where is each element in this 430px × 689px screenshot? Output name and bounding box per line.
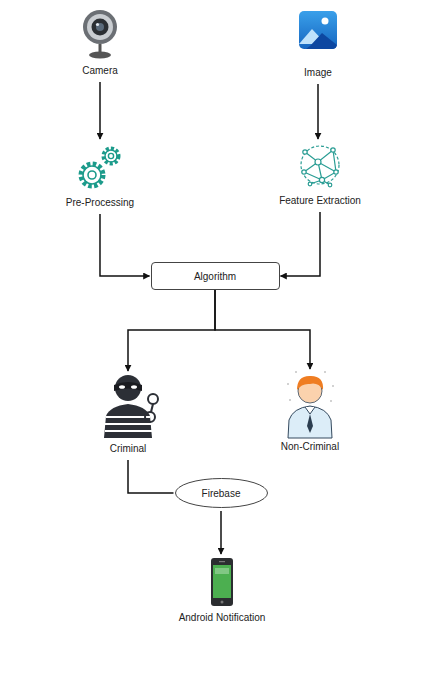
flow-arrow	[317, 84, 319, 139]
icon-node: Pre-Processing	[63, 140, 137, 211]
person-icon	[287, 371, 334, 438]
node-label: Criminal	[110, 442, 147, 455]
flow-arrow	[128, 290, 215, 371]
image-icon	[299, 11, 337, 49]
node-label: Android Notification	[179, 611, 266, 624]
flow-arrow	[128, 460, 174, 493]
flow-arrow	[281, 212, 321, 276]
node-label: Firebase	[202, 487, 241, 500]
flow-arrow	[99, 82, 101, 139]
gears-icon	[81, 149, 119, 187]
camera-icon	[83, 10, 117, 59]
network-icon	[301, 146, 339, 187]
node-label: Feature Extraction	[279, 194, 361, 207]
node-label: Image	[304, 66, 332, 79]
icon-node: Non-Criminal	[278, 370, 342, 455]
criminal-icon	[104, 375, 158, 438]
node-label: Algorithm	[194, 270, 236, 283]
oval-shape	[175, 479, 267, 508]
icon-node: Camera	[78, 6, 122, 79]
icon-node: Android Notification	[176, 555, 269, 626]
node-label: Non-Criminal	[281, 440, 339, 453]
flow-arrow	[220, 511, 222, 554]
node-label: Camera	[82, 64, 118, 77]
icon-node: Feature Extraction	[276, 140, 364, 209]
process-box: Algorithm	[151, 262, 280, 290]
icon-node: Image	[296, 8, 340, 81]
oval-node: Firebase	[175, 478, 268, 508]
node-label: Pre-Processing	[66, 196, 134, 209]
phone-icon	[211, 558, 233, 606]
flow-arrow	[100, 214, 150, 276]
icon-node: Criminal	[106, 372, 150, 457]
flow-arrow	[215, 290, 310, 369]
